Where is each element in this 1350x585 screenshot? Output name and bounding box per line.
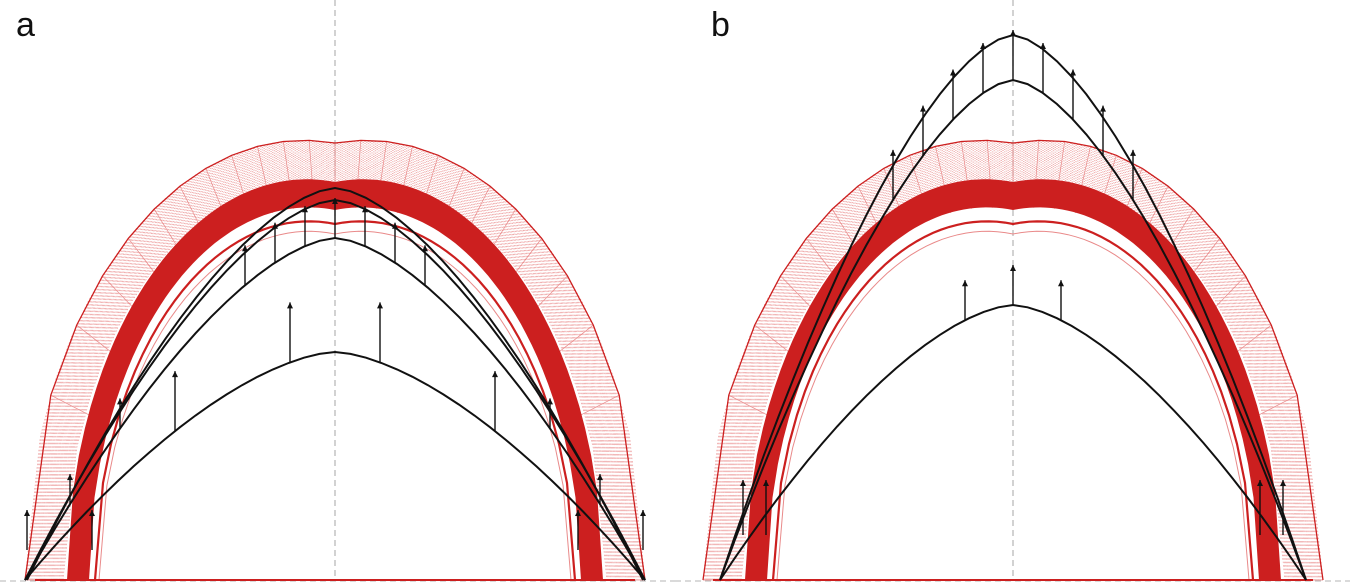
b-mesh-line [723, 161, 1303, 581]
b-inner-edge [771, 220, 1255, 581]
b-arrow-head [1280, 480, 1286, 486]
b-arrow-head [1100, 105, 1106, 112]
a-arrow-head [332, 198, 338, 204]
a-arrow-head [392, 222, 398, 229]
b-arrow-head [740, 480, 746, 486]
a-arrow-head [597, 474, 603, 481]
b-mesh-line [737, 175, 1289, 581]
b-mesh-line [736, 174, 1290, 581]
a-arrow-head [24, 510, 30, 516]
b-arrow-head [1070, 69, 1076, 76]
a-mesh-line [58, 174, 612, 581]
b-thrust-system [719, 30, 1307, 581]
a-arrow-head [89, 510, 95, 516]
b-thrust-line [719, 33, 1307, 581]
panel-b-label: b [711, 6, 730, 44]
a-arrow-head [547, 398, 553, 405]
b-arrow-head [1010, 30, 1016, 36]
b-mesh-line [732, 170, 1294, 581]
a-thrust-line [24, 350, 646, 581]
b-mesh-line [716, 154, 1310, 581]
a-mesh-line [47, 163, 623, 581]
b-inner-edge-2 [776, 230, 1250, 581]
a-arrow-head [575, 510, 581, 516]
b-mesh-line [727, 165, 1299, 581]
panel-b: b [675, 0, 1350, 585]
b-mesh-line [721, 158, 1305, 581]
b-arrow-head [1040, 43, 1046, 49]
a-mesh-line [45, 161, 625, 581]
a-thrust-line [26, 186, 644, 581]
a-mesh-line [54, 170, 616, 581]
b-outer-edge [702, 139, 1324, 581]
a-arrow-head [362, 206, 368, 213]
a-masonry [24, 139, 646, 581]
a-arrow-head [272, 222, 278, 229]
b-arrow-head [950, 69, 956, 76]
a-mesh-line [62, 179, 608, 581]
a-arrow-head [67, 474, 73, 481]
a-arrow-head [640, 510, 646, 516]
panel-a-label: a [16, 6, 35, 44]
a-arrow-head [492, 371, 498, 378]
a-arrow-head [302, 206, 308, 213]
a-arrow-head [117, 398, 123, 405]
a-mesh-line [49, 165, 621, 581]
a-arrow-head [422, 245, 428, 252]
a-arrow-head [287, 302, 293, 309]
panel-a-diagram [0, 0, 675, 582]
a-thrust-line [24, 236, 646, 581]
a-mesh-line [38, 154, 632, 581]
b-arrow-head [962, 280, 968, 287]
b-arrow-head [1058, 280, 1064, 287]
b-mesh-line [717, 155, 1309, 581]
a-arrow-head [242, 245, 248, 252]
b-mesh-line [725, 163, 1301, 581]
a-mesh-line [43, 158, 627, 581]
b-arrow-head [980, 43, 986, 49]
b-arrow-head [1130, 149, 1136, 156]
a-arrow-head [377, 302, 383, 309]
panel-b-diagram [675, 0, 1350, 582]
b-arrow-head [1010, 265, 1016, 271]
panel-a: a [0, 0, 675, 582]
b-mesh-line [740, 179, 1286, 581]
a-outer-edge [24, 139, 646, 581]
b-arrow-head [763, 480, 769, 486]
b-masonry [702, 139, 1324, 581]
a-arrow-head [172, 371, 178, 378]
b-arrow-head [1257, 480, 1263, 486]
a-thrust-system [24, 186, 646, 581]
b-arrow-head [890, 149, 896, 156]
b-arrow-head [920, 105, 926, 112]
